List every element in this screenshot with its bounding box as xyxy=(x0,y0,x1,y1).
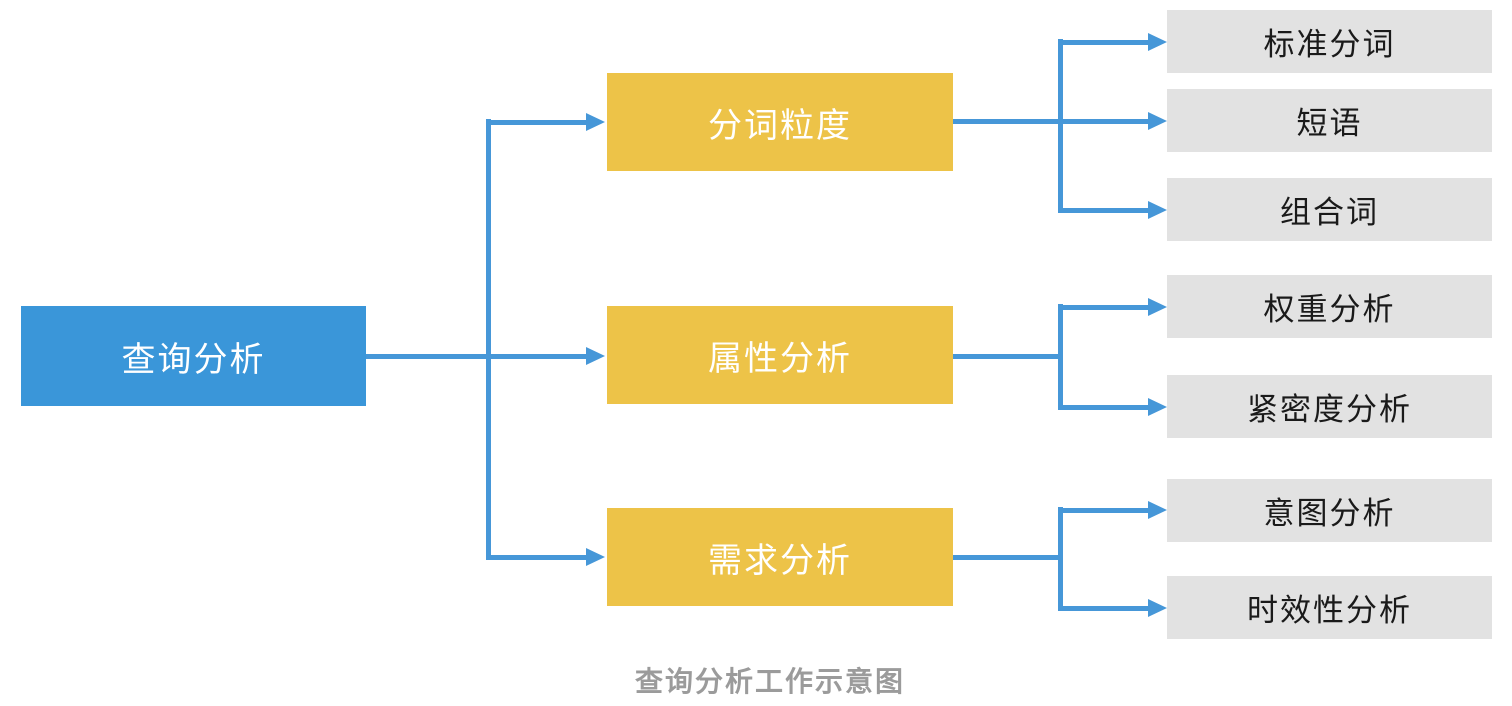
connector-arrow-icon xyxy=(586,548,605,566)
connector-line xyxy=(366,354,586,359)
branch-node-demand-analysis: 需求分析 xyxy=(607,508,953,606)
connector-line xyxy=(1058,305,1148,310)
connector-arrow-icon xyxy=(1148,112,1167,130)
connector-arrow-icon xyxy=(586,113,605,131)
connector-line xyxy=(953,354,1063,359)
branch-node-attribute-analysis: 属性分析 xyxy=(607,306,953,404)
diagram-caption: 查询分析工作示意图 xyxy=(634,666,905,697)
leaf-node-compound-word: 组合词 xyxy=(1167,178,1492,241)
leaf-node-standard-segmentation: 标准分词 xyxy=(1167,10,1492,73)
connector-arrow-icon xyxy=(1148,501,1167,519)
connector-arrow-icon xyxy=(1148,298,1167,316)
connector-arrow-icon xyxy=(586,347,605,365)
connector-line xyxy=(1058,40,1148,45)
connector-line xyxy=(953,555,1063,560)
leaf-node-closeness-analysis: 紧密度分析 xyxy=(1167,375,1492,438)
connector-line xyxy=(486,120,586,125)
connector-arrow-icon xyxy=(1148,398,1167,416)
root-node-query-analysis: 查询分析 xyxy=(21,306,366,406)
connector-line xyxy=(1058,304,1063,410)
leaf-node-phrase: 短语 xyxy=(1167,89,1492,152)
connector-line xyxy=(1058,507,1063,611)
connector-line xyxy=(1058,208,1148,213)
connector-line xyxy=(1058,508,1148,513)
connector-arrow-icon xyxy=(1148,33,1167,51)
connector-line xyxy=(953,119,1148,124)
connector-line xyxy=(486,119,491,560)
connector-line xyxy=(486,555,586,560)
branch-node-segmentation-granularity: 分词粒度 xyxy=(607,73,953,171)
leaf-node-timeliness-analysis: 时效性分析 xyxy=(1167,576,1492,639)
connector-arrow-icon xyxy=(1148,599,1167,617)
connector-arrow-icon xyxy=(1148,201,1167,219)
leaf-node-intent-analysis: 意图分析 xyxy=(1167,479,1492,542)
connector-line xyxy=(1058,606,1148,611)
connector-line xyxy=(1058,405,1148,410)
leaf-node-weight-analysis: 权重分析 xyxy=(1167,275,1492,338)
connector-line xyxy=(1058,39,1063,213)
